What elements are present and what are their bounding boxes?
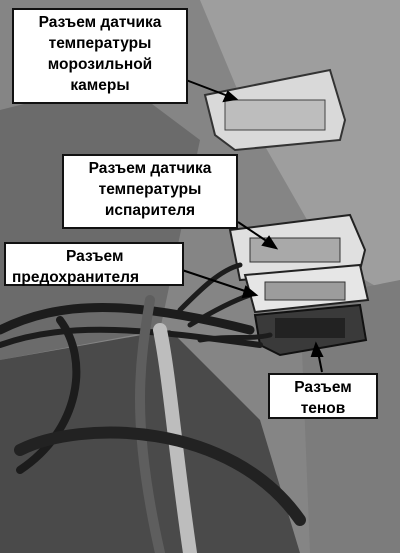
callout-line: температуры	[48, 35, 152, 52]
callout-line: Разъем	[294, 379, 352, 396]
callout-heater-connector: Разъем тенов	[268, 373, 378, 419]
callout-line: тенов	[300, 400, 346, 417]
callout-line: Разъем	[66, 248, 124, 265]
evaporator-sensor-connector	[228, 213, 367, 282]
callout-freezer-sensor-connector: Разъем датчика температуры морозильной к…	[12, 8, 188, 104]
fuse-connector	[243, 263, 370, 314]
callout-line: испарителя	[104, 202, 196, 219]
callout-line: морозильной	[47, 56, 153, 73]
freezer-sensor-connector	[203, 68, 347, 152]
callout-line: температуры	[98, 181, 202, 198]
callout-line: камеры	[70, 77, 130, 94]
callout-line: Разъем датчика	[38, 14, 162, 31]
heater-connector	[253, 303, 368, 357]
callout-line: предохранителя	[12, 269, 140, 286]
wire-bundle	[0, 262, 306, 553]
callout-fuse-connector: Разъем предохранителя	[4, 242, 184, 286]
callout-line: Разъем датчика	[88, 160, 212, 177]
callout-evaporator-sensor-connector: Разъем датчика температуры испарителя	[62, 154, 238, 229]
leader-lines	[181, 79, 324, 373]
